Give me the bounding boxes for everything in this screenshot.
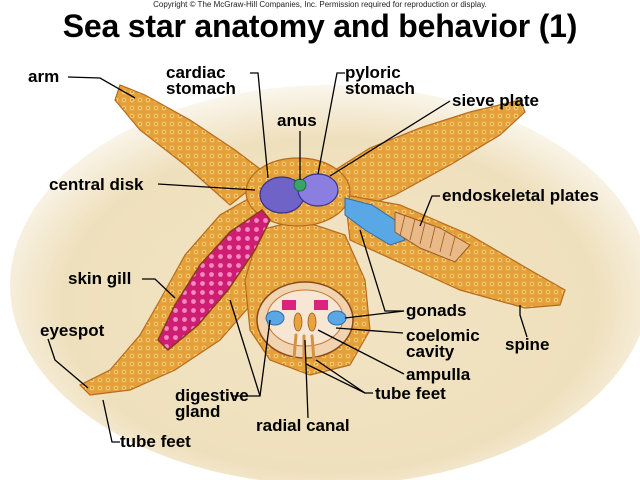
label-ampulla: ampulla bbox=[406, 365, 471, 384]
copyright-notice: Copyright © The McGraw-Hill Companies, I… bbox=[153, 0, 487, 9]
label-endoskeletal-plates: endoskeletal plates bbox=[442, 186, 599, 205]
label-coelomic-cavity-line2: cavity bbox=[406, 342, 455, 361]
digestive-gland-section-right bbox=[314, 300, 328, 310]
gonads-shape-left bbox=[265, 310, 285, 326]
arm-upper-left bbox=[114, 84, 269, 206]
label-pyloric-stomach-line2: stomach bbox=[345, 79, 415, 98]
leader-sieve-plate bbox=[329, 100, 451, 177]
label-skin-gill: skin gill bbox=[68, 269, 132, 288]
leader-endoskeletal-plates bbox=[419, 195, 440, 227]
label-coelomic-cavity-line1: coelomic bbox=[406, 326, 480, 345]
leader-cardiac-stomach bbox=[250, 72, 269, 179]
leader-gonads-section bbox=[344, 310, 405, 319]
label-cardiac-stomach-line1: cardiac bbox=[166, 63, 226, 82]
leader-spine bbox=[519, 305, 528, 338]
digestive-gland-shape bbox=[157, 208, 271, 352]
label-radial-canal: radial canal bbox=[256, 416, 350, 435]
arm-upper-right bbox=[334, 99, 526, 211]
label-digestive-gland-line2: gland bbox=[175, 402, 221, 421]
label-anus: anus bbox=[277, 111, 317, 130]
label-cardiac-stomach-line2: stomach bbox=[166, 79, 236, 98]
anus-shape bbox=[293, 178, 307, 192]
leader-eyespot bbox=[47, 338, 89, 389]
gonads-shape-section bbox=[327, 310, 347, 326]
leader-coelomic-cavity bbox=[335, 327, 404, 334]
leader-digestive-gland-2 bbox=[229, 299, 261, 397]
leader-skin-gill bbox=[142, 278, 176, 299]
leader-gonads bbox=[359, 229, 404, 312]
label-sieve-plate: sieve plate bbox=[452, 91, 539, 110]
digestive-gland-section-left bbox=[282, 300, 296, 310]
label-tube-feet-left: tube feet bbox=[120, 432, 191, 451]
leader-tube-feet-center-2 bbox=[305, 363, 366, 394]
label-spine: spine bbox=[505, 335, 550, 354]
label-tube-feet-center: tube feet bbox=[375, 384, 446, 403]
page-title: Sea star anatomy and behavior (1) bbox=[62, 8, 578, 44]
leader-arm bbox=[67, 76, 136, 99]
label-digestive-gland-line1: digestive bbox=[175, 386, 249, 405]
gonads-shape-right bbox=[344, 197, 406, 246]
leader-radial-canal bbox=[304, 339, 309, 419]
label-eyespot: eyespot bbox=[40, 321, 105, 340]
ampulla-shapes bbox=[293, 312, 317, 332]
label-arm: arm bbox=[28, 67, 60, 86]
leader-ampulla bbox=[317, 329, 405, 375]
endoskeletal-plate-lines bbox=[399, 214, 456, 257]
leader-tube-feet-left bbox=[102, 399, 120, 443]
label-gonads: gonads bbox=[406, 301, 467, 320]
label-pyloric-stomach-line1: pyloric bbox=[345, 63, 401, 82]
tube-feet-shapes bbox=[292, 333, 316, 364]
leader-lines bbox=[47, 72, 528, 443]
leader-central-disk bbox=[157, 183, 256, 191]
leader-pyloric-stomach bbox=[317, 72, 345, 175]
label-central-disk: central disk bbox=[49, 175, 144, 194]
